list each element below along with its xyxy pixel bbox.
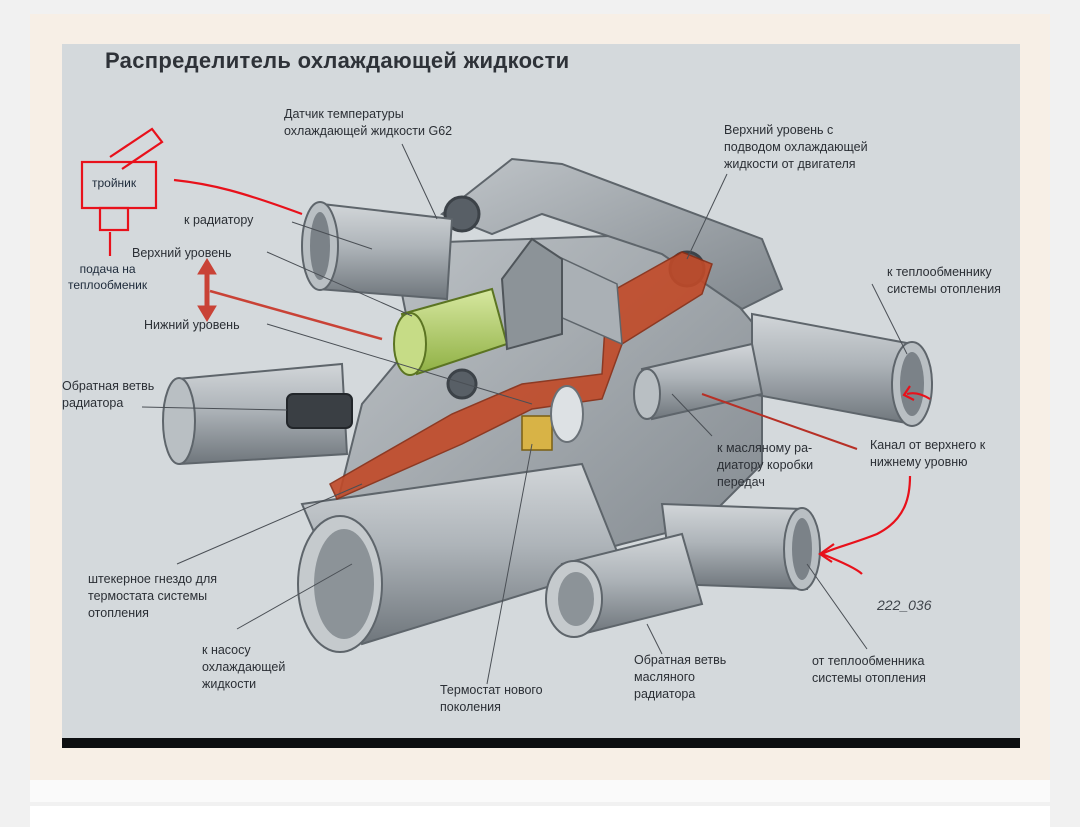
pipe-to-heat-exchanger [751, 312, 913, 426]
diagram-photo: 222_036 Распределитель охлаждающей жидко… [62, 44, 1020, 748]
figure-code: 222_036 [876, 597, 932, 613]
page-title: Распределитель охлаждающей жидкости [105, 48, 570, 73]
footer-bar-lower [30, 806, 1050, 827]
label-upper-level: Верхний уровень [132, 246, 232, 260]
label-lower-level: Нижний уровень [144, 318, 240, 332]
red-annotations [80, 127, 931, 575]
footer-bar [30, 780, 1050, 802]
level-arrow [197, 258, 383, 341]
thermostat-element [521, 415, 553, 451]
mount-hole-1 [443, 195, 481, 233]
photo-bottom-edge [62, 738, 1020, 748]
leader-lines [141, 143, 908, 685]
plug-connector [286, 393, 353, 429]
pipe-radiator-return-end [162, 377, 196, 465]
coolant-distributor-drawing: 222_036 [80, 127, 933, 685]
label-to-radiator: к радиатору [184, 213, 254, 227]
mount-hole-3 [446, 368, 478, 400]
annotation-tee: тройник [92, 176, 137, 190]
